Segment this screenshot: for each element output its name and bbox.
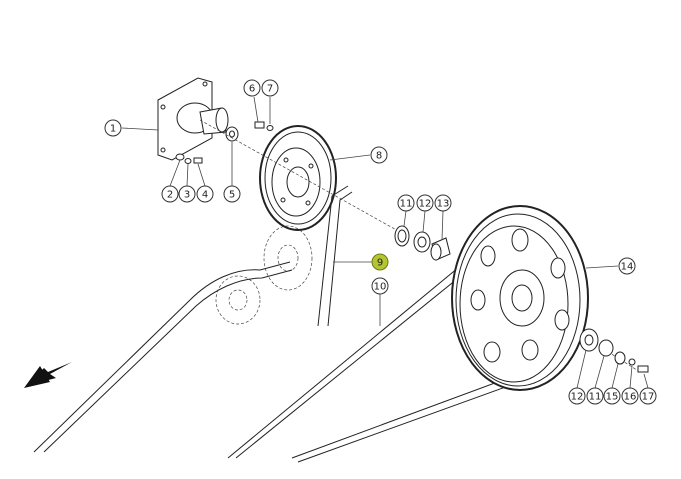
svg-text:7: 7 [267, 84, 273, 95]
callout-14[interactable]: 14 [618, 257, 636, 275]
callout-17[interactable]: 17 [639, 387, 657, 405]
callout-3[interactable]: 3 [178, 185, 196, 203]
svg-text:3: 3 [184, 190, 190, 201]
idler-pulleys [215, 225, 313, 325]
callout-labels: 1 2 3 4 5 6 7 8 9 10 11 12 13 14 12 11 1… [104, 79, 657, 405]
large-pulley [451, 205, 589, 391]
callout-7[interactable]: 7 [261, 79, 279, 97]
callout-12-upper[interactable]: 12 [416, 194, 434, 212]
svg-text:16: 16 [624, 392, 637, 403]
svg-text:10: 10 [374, 282, 387, 293]
callout-5[interactable]: 5 [223, 185, 241, 203]
svg-text:6: 6 [249, 84, 255, 95]
callout-12-lower[interactable]: 12 [568, 387, 586, 405]
callout-10[interactable]: 10 [371, 277, 389, 295]
small-fasteners [175, 121, 274, 164]
svg-text:2: 2 [167, 190, 173, 201]
svg-text:4: 4 [202, 190, 208, 201]
svg-text:9: 9 [377, 258, 383, 269]
svg-text:1: 1 [110, 124, 116, 135]
svg-text:15: 15 [606, 392, 619, 403]
svg-text:5: 5 [229, 190, 235, 201]
callout-4[interactable]: 4 [196, 185, 214, 203]
upper-pulley [259, 125, 337, 231]
svg-text:14: 14 [621, 262, 634, 273]
callout-8[interactable]: 8 [370, 146, 388, 164]
leader-lines [121, 96, 649, 389]
svg-text:17: 17 [642, 392, 655, 403]
callout-11-lower[interactable]: 11 [586, 387, 604, 405]
belt-long [227, 257, 537, 463]
callout-2[interactable]: 2 [161, 185, 179, 203]
arrow-left-down-icon [24, 362, 72, 388]
svg-text:11: 11 [400, 199, 413, 210]
callout-9[interactable]: 9 [371, 253, 389, 271]
callout-16[interactable]: 16 [621, 387, 639, 405]
svg-text:11: 11 [589, 392, 602, 403]
callout-13[interactable]: 13 [434, 194, 452, 212]
belt-short [33, 185, 353, 453]
right-hardware [579, 328, 649, 373]
callout-6[interactable]: 6 [243, 79, 261, 97]
svg-text:12: 12 [419, 199, 432, 210]
callout-15[interactable]: 15 [603, 387, 621, 405]
svg-text:13: 13 [437, 199, 450, 210]
callout-1[interactable]: 1 [104, 119, 122, 137]
callout-11-upper[interactable]: 11 [397, 194, 415, 212]
hub-parts [394, 225, 451, 261]
svg-text:8: 8 [376, 151, 382, 162]
svg-text:12: 12 [571, 392, 584, 403]
mounting-plate [157, 77, 229, 161]
